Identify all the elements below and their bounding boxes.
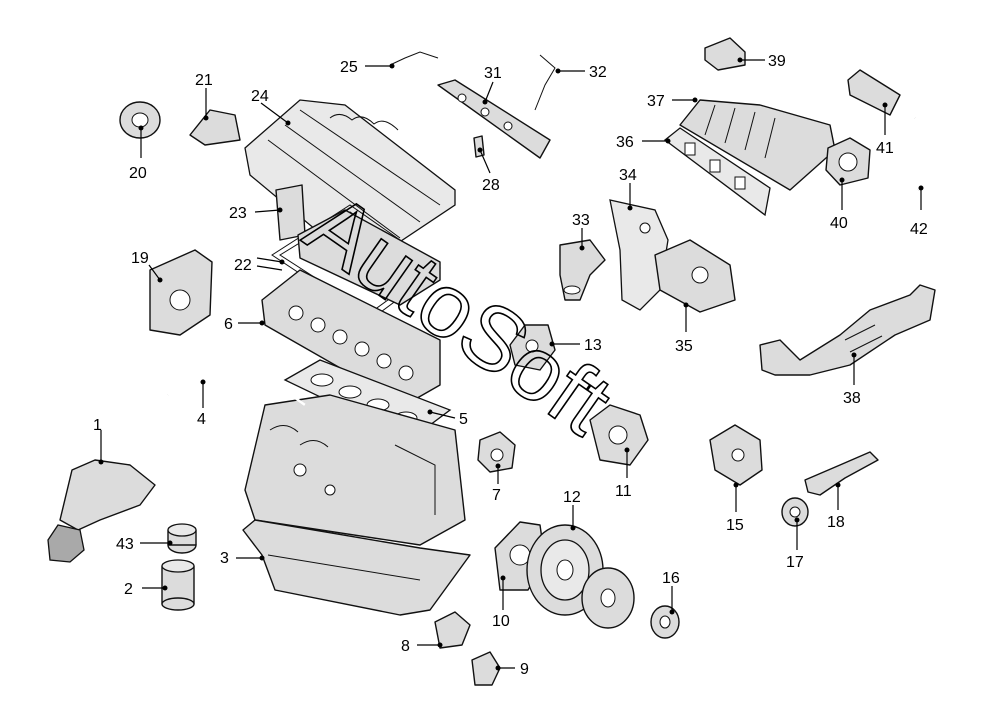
part-40-throttle-body	[825, 137, 871, 186]
part-7-mount	[477, 431, 516, 473]
part-17-bushing	[781, 497, 809, 527]
part-13-thermostat	[509, 324, 556, 371]
callout-38: 38	[843, 390, 861, 407]
callout-33: 33	[572, 212, 590, 229]
leader-dots	[98, 57, 924, 671]
part-36-manifold-gasket	[663, 127, 771, 217]
callout-18: 18	[827, 514, 845, 531]
part-19-timing-plate	[149, 249, 213, 336]
callout-28: 28	[482, 177, 500, 194]
part-41-sensor	[847, 69, 901, 116]
callout-6: 6	[224, 316, 233, 333]
part-cover-underside	[297, 209, 441, 306]
part-16-release-bearing	[650, 605, 680, 639]
part-23-bracket	[275, 184, 306, 241]
callout-3: 3	[220, 550, 229, 567]
callout-17: 17	[786, 554, 804, 571]
callout-32: 32	[589, 64, 607, 81]
callout-4: 4	[197, 411, 206, 428]
part-28-injector	[473, 135, 485, 158]
callout-20: 20	[129, 165, 147, 182]
callout-9: 9	[520, 661, 529, 678]
part-34-heat-shield	[609, 199, 669, 311]
part-2-oil-filter	[161, 559, 195, 611]
part-31-fuel-rail	[437, 79, 551, 159]
callout-10: 10	[492, 613, 510, 630]
callout-35: 35	[675, 338, 693, 355]
callout-37: 37	[647, 93, 665, 110]
part-15-outlet-housing	[709, 424, 763, 486]
callout-15: 15	[726, 517, 744, 534]
part-clutch-disc	[581, 567, 635, 629]
part-6-cylinder-head	[261, 269, 441, 406]
leader-lines	[100, 59, 922, 669]
callout-1: 1	[93, 417, 102, 434]
callout-40: 40	[830, 215, 848, 232]
callout-25: 25	[340, 59, 358, 76]
callout-23: 23	[229, 205, 247, 222]
callout-39: 39	[768, 53, 786, 70]
callout-5: 5	[459, 411, 468, 428]
part-20-engine-mount	[119, 101, 161, 139]
part-25-pipe	[389, 51, 439, 66]
callout-21: 21	[195, 72, 213, 89]
part-1-air-duct	[47, 459, 156, 563]
callout-labels: 1 2 3 4 5 6 7 8 9 10 11 12 13 15 16 17 1…	[93, 53, 928, 678]
callout-24: 24	[251, 88, 269, 105]
callout-19: 19	[131, 250, 149, 267]
part-11-water-pump	[589, 404, 649, 466]
part-21-mount-bracket	[189, 109, 241, 146]
part-39-connector	[704, 37, 746, 71]
callout-7: 7	[492, 487, 501, 504]
callout-13: 13	[584, 337, 602, 354]
callout-8: 8	[401, 638, 410, 655]
callout-42: 42	[910, 221, 928, 238]
part-37-intake-manifold	[679, 99, 836, 191]
callout-31: 31	[484, 65, 502, 82]
callout-41: 41	[876, 140, 894, 157]
part-9-sensor	[471, 651, 501, 686]
callout-22: 22	[234, 257, 252, 274]
callout-34: 34	[619, 167, 637, 184]
callout-36: 36	[616, 134, 634, 151]
part-42-hose	[914, 116, 940, 192]
callout-11: 11	[615, 483, 632, 500]
part-33-fuel-filter	[559, 239, 606, 301]
part-18-clutch-fork	[804, 451, 879, 496]
part-38-catalytic-converter	[759, 284, 936, 376]
part-4-coolant-pipe	[167, 343, 306, 407]
part-43-oil-cap	[167, 523, 197, 554]
part-32-hose	[534, 54, 556, 111]
part-35-pump	[654, 239, 736, 313]
part-3-oil-pan	[242, 519, 471, 616]
callout-12: 12	[563, 489, 581, 506]
callout-2: 2	[124, 581, 133, 598]
callout-16: 16	[662, 570, 680, 587]
callout-43: 43	[116, 536, 134, 553]
